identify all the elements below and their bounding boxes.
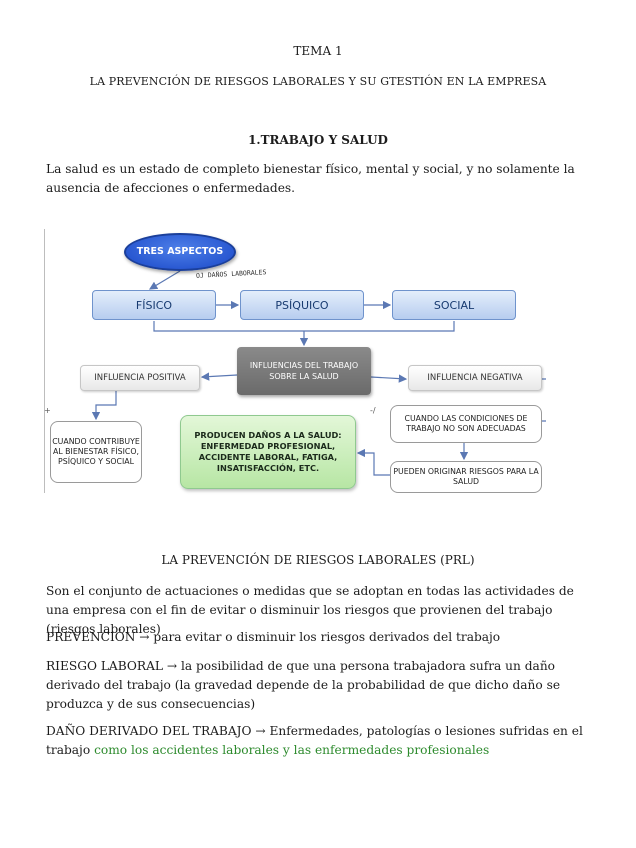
section-heading-prl: LA PREVENCIÓN DE RIESGOS LABORALES (PRL) (161, 553, 475, 567)
riesgo-laboral-paragraph: RIESGO LABORAL → la posibilidad de que u… (46, 659, 561, 711)
dano-derivado-paragraph: DAÑO DERIVADO DEL TRABAJO → Enfermedades… (46, 722, 594, 760)
dano-derivado-green-text: como los accidentes laborales y las enfe… (94, 743, 490, 757)
prl-paragraph: Son el conjunto de actuaciones o medidas… (46, 584, 574, 636)
dano-derivado-text: DAÑO DERIVADO DEL TRABAJO → Enfermedades… (46, 724, 583, 757)
box-psiquico: PSÍQUICO (240, 290, 364, 320)
diagram-connectors: + -/ (44, 270, 546, 476)
svg-text:-/: -/ (370, 406, 376, 415)
salud-diagram: + -/ TRES ASPECTOS OJ DAÑOS LABORALES FÍ… (44, 229, 546, 497)
box-influencia-positiva: INFLUENCIA POSITIVA (80, 365, 200, 391)
tema-heading: TEMA 1 (293, 44, 343, 58)
prevencion-paragraph: PREVENCIÓN → para evitar o disminuir los… (46, 630, 501, 644)
box-cuando-contribuye: CUANDO CONTRIBUYE AL BIENESTAR FÍSICO, P… (50, 421, 142, 483)
box-influencia-negativa: INFLUENCIA NEGATIVA (408, 365, 542, 391)
svg-text:+: + (44, 406, 51, 415)
diagram-left-border (44, 229, 45, 493)
box-social: SOCIAL (392, 290, 516, 320)
tres-aspectos-oval: TRES ASPECTOS (124, 233, 236, 271)
box-pueden-originar: PUEDEN ORIGINAR RIESGOS PARA LA SALUD (390, 461, 542, 493)
section-heading-trabajo-salud: 1.TRABAJO Y SALUD (248, 133, 388, 147)
box-influencias: INFLUENCIAS DEL TRABAJO SOBRE LA SALUD (237, 347, 371, 395)
document-title: LA PREVENCIÓN DE RIESGOS LABORALES Y SU … (89, 75, 547, 88)
box-fisico: FÍSICO (92, 290, 216, 320)
box-producen-danos: PRODUCEN DAÑOS A LA SALUD: ENFERMEDAD PR… (180, 415, 356, 489)
box-condiciones: CUANDO LAS CONDICIONES DE TRABAJO NO SON… (390, 405, 542, 443)
salud-paragraph: La salud es un estado de completo bienes… (46, 162, 575, 195)
